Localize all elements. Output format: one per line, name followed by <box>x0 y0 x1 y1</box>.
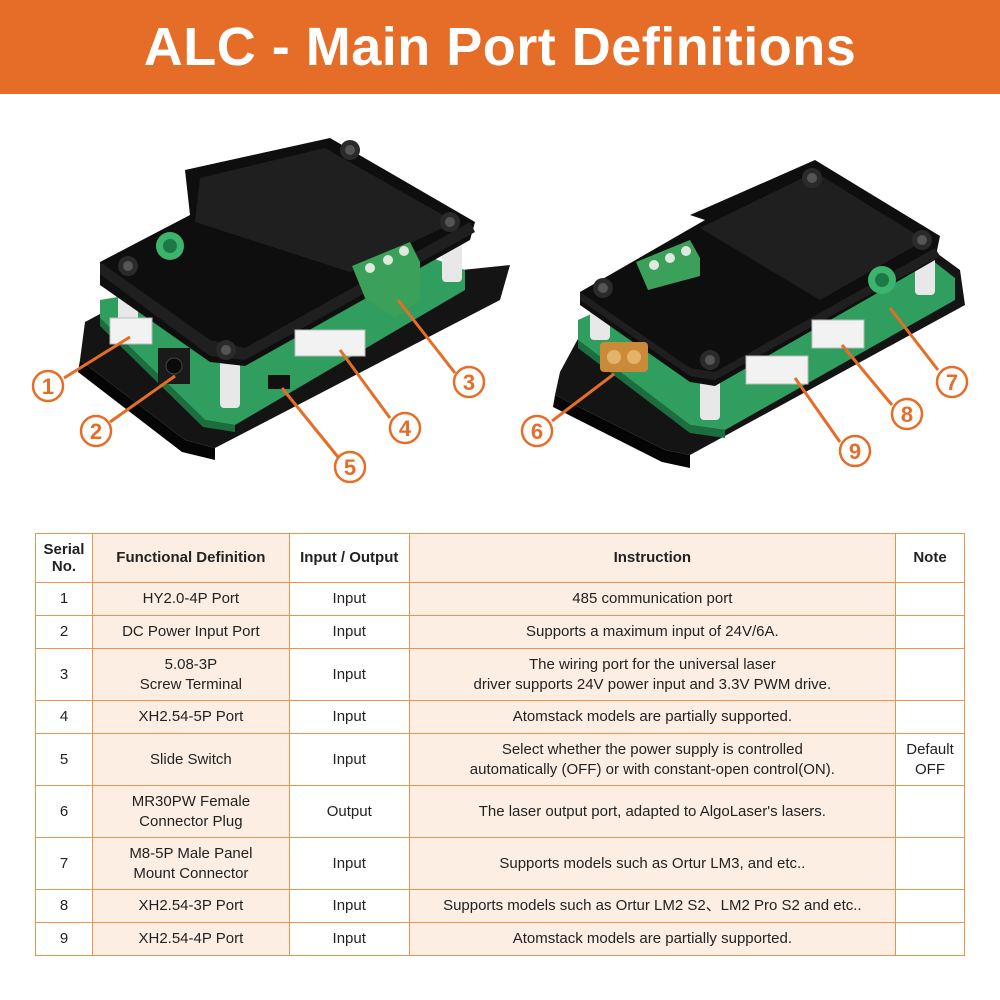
cell-io: Input <box>288 615 410 649</box>
table-row: 2 DC Power Input Port Input Supports a m… <box>35 615 965 649</box>
header-instruction: Instruction <box>408 533 897 583</box>
cell-function: Slide Switch <box>91 733 290 786</box>
callout-2-label: 2 <box>90 419 102 444</box>
callout-5-label: 5 <box>344 455 356 480</box>
cell-function: 5.08-3P Screw Terminal <box>91 648 290 701</box>
cell-instruction: Atomstack models are partially supported… <box>408 922 897 956</box>
cell-function: XH2.54-5P Port <box>91 700 290 734</box>
cell-instruction: Supports models such as Ortur LM2 S2、LM2… <box>408 889 897 923</box>
header-serial-no: Serial No. <box>35 533 93 583</box>
callout-8-label: 8 <box>901 402 913 427</box>
cell-instruction: Supports a maximum input of 24V/6A. <box>408 615 897 649</box>
cell-io: Input <box>288 922 410 956</box>
cell-serial: 3 <box>35 648 93 701</box>
table-row: 8 XH2.54-3P Port Input Supports models s… <box>35 889 965 923</box>
cell-instruction: Select whether the power supply is contr… <box>408 733 897 786</box>
product-figure: 1 2 3 4 5 6 7 8 <box>0 94 1000 514</box>
table-row: 3 5.08-3P Screw Terminal Input The wirin… <box>35 648 965 701</box>
cell-serial: 7 <box>35 837 93 890</box>
cell-serial: 5 <box>35 733 93 786</box>
cell-io: Input <box>288 733 410 786</box>
cell-serial: 1 <box>35 582 93 616</box>
table-row: 7 M8-5P Male Panel Mount Connector Input… <box>35 837 965 890</box>
cell-note <box>895 889 965 923</box>
callout-7-label: 7 <box>946 370 958 395</box>
table-row: 5 Slide Switch Input Select whether the … <box>35 733 965 786</box>
cell-io: Input <box>288 889 410 923</box>
cell-function: DC Power Input Port <box>91 615 290 649</box>
cell-serial: 6 <box>35 785 93 838</box>
header-functional-definition: Functional Definition <box>91 533 290 583</box>
cell-io: Input <box>288 700 410 734</box>
cell-io: Output <box>288 785 410 838</box>
cell-instruction: The laser output port, adapted to AlgoLa… <box>408 785 897 838</box>
cell-note <box>895 785 965 838</box>
cell-instruction: The wiring port for the universal laser … <box>408 648 897 701</box>
cell-function: M8-5P Male Panel Mount Connector <box>91 837 290 890</box>
callout-7: 7 <box>935 365 969 399</box>
table-row: 4 XH2.54-5P Port Input Atomstack models … <box>35 700 965 734</box>
header-input-output: Input / Output <box>288 533 410 583</box>
right-device-image <box>553 160 965 468</box>
cell-instruction: Supports models such as Ortur LM3, and e… <box>408 837 897 890</box>
cell-function: MR30PW Female Connector Plug <box>91 785 290 838</box>
cell-serial: 8 <box>35 889 93 923</box>
table-row: 6 MR30PW Female Connector Plug Output Th… <box>35 785 965 838</box>
callout-9: 9 <box>838 434 872 468</box>
left-device-image <box>78 138 510 460</box>
callout-3-label: 3 <box>463 370 475 395</box>
cell-serial: 4 <box>35 700 93 734</box>
port-definitions-table: Serial No. Functional Definition Input /… <box>35 533 965 956</box>
callout-6-label: 6 <box>531 419 543 444</box>
cell-note <box>895 648 965 701</box>
cell-io: Input <box>288 837 410 890</box>
callout-1: 1 <box>31 369 65 403</box>
table-header-row: Serial No. Functional Definition Input /… <box>35 533 965 583</box>
callout-4-label: 4 <box>399 416 412 441</box>
cell-note <box>895 700 965 734</box>
callout-lines <box>63 299 940 458</box>
callout-9-label: 9 <box>849 439 861 464</box>
cell-io: Input <box>288 648 410 701</box>
cell-function: XH2.54-4P Port <box>91 922 290 956</box>
cell-instruction: 485 communication port <box>408 582 897 616</box>
cell-serial: 9 <box>35 922 93 956</box>
cell-io: Input <box>288 582 410 616</box>
table-row: 1 HY2.0-4P Port Input 485 communication … <box>35 582 965 616</box>
cell-function: XH2.54-3P Port <box>91 889 290 923</box>
cell-note <box>895 615 965 649</box>
cell-note: Default OFF <box>895 733 965 786</box>
callout-3: 3 <box>452 365 486 399</box>
callout-1-label: 1 <box>42 374 54 399</box>
cell-note <box>895 582 965 616</box>
cell-instruction: Atomstack models are partially supported… <box>408 700 897 734</box>
cell-function: HY2.0-4P Port <box>91 582 290 616</box>
callout-4: 4 <box>388 411 422 445</box>
cell-note <box>895 837 965 890</box>
callout-5: 5 <box>333 450 367 484</box>
page-title: ALC - Main Port Definitions <box>143 17 857 77</box>
callout-6: 6 <box>520 414 554 448</box>
cell-serial: 2 <box>35 615 93 649</box>
table-row: 9 XH2.54-4P Port Input Atomstack models … <box>35 922 965 956</box>
callout-2: 2 <box>79 414 113 448</box>
callout-8: 8 <box>890 397 924 431</box>
cell-note <box>895 922 965 956</box>
title-banner: ALC - Main Port Definitions <box>0 0 1000 94</box>
header-note: Note <box>895 533 965 583</box>
